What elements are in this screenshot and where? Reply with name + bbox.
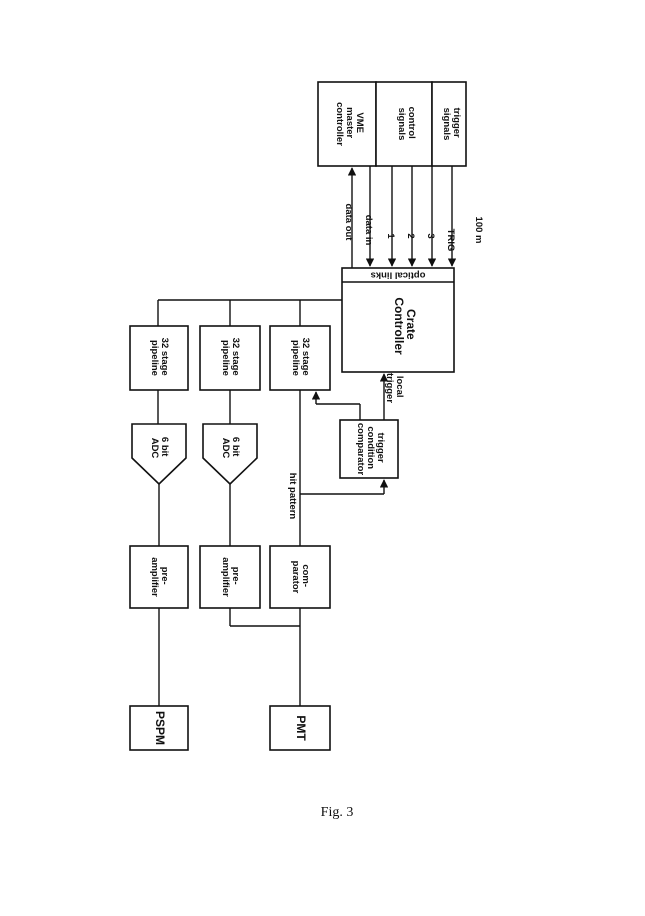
svg-text:pre- amplifier: pre- amplifier — [220, 557, 241, 597]
comparator-box: com- parator — [269, 545, 331, 609]
svg-text:6 bit ADC: 6 bit ADC — [149, 437, 170, 459]
label-local-trigger: local trigger — [384, 373, 405, 403]
pmt-box: PMT — [269, 705, 331, 751]
svg-text:pre- amplifier: pre- amplifier — [149, 557, 170, 597]
control-signals-box: control signals — [375, 81, 433, 167]
adc-2: 6 bit ADC — [202, 390, 258, 486]
pipeline-1: 32 stage pipeline — [129, 325, 189, 391]
preamp-1: pre- amplifier — [129, 484, 189, 609]
svg-text:trigger condition: trigger condition comparator — [355, 423, 386, 476]
svg-text:32 stage pipeline: 32 stage pipeline — [220, 338, 241, 379]
pspm-box: PSPM — [129, 705, 189, 751]
adc-1: 6 bit ADC — [131, 390, 187, 486]
label-hit-pattern: hit pattern — [287, 473, 298, 520]
label-ch2: 2 — [405, 233, 416, 238]
svg-text:32 stage pipeline: 32 stage pipeline — [149, 338, 170, 379]
trigger-condition-comparator: trigger condition comparator — [339, 419, 399, 479]
svg-text:trigger signals: trigger signals — [441, 108, 462, 141]
optical-link-arrows — [347, 166, 457, 268]
label-distance: 100 m — [473, 217, 484, 244]
trigger-signals-box: trigger signals — [431, 81, 467, 167]
svg-text:PMT: PMT — [294, 715, 308, 741]
svg-text:control signals: control signals — [396, 107, 417, 142]
svg-text:PSPM: PSPM — [153, 711, 167, 745]
sensor-wiring — [158, 608, 300, 706]
label-data-in: data in — [363, 215, 374, 246]
pipeline-3: 32 stage pipeline — [269, 325, 331, 391]
pipeline-bus — [157, 299, 342, 326]
optical-links-label: optical links — [371, 269, 426, 280]
svg-text:VME master control: VME master controller — [334, 102, 365, 146]
vme-controller-box: VME master controller — [317, 81, 377, 167]
svg-text:32 stage pipeline: 32 stage pipeline — [290, 338, 311, 379]
figure-caption: Fig. 3 — [321, 805, 354, 820]
pipeline-2: 32 stage pipeline — [199, 325, 261, 391]
label-trig: TRIG — [445, 229, 456, 252]
label-data-out: data out — [343, 204, 354, 242]
label-ch3: 3 — [425, 233, 436, 238]
svg-text:com- parator: com- parator — [290, 561, 311, 594]
label-ch1: 1 — [385, 233, 396, 239]
svg-text:Crate Controller: Crate Controller — [392, 297, 418, 355]
hit-pattern-path — [299, 390, 389, 688]
local-trigger-path — [311, 373, 389, 420]
preamp-2: pre- amplifier — [199, 484, 261, 609]
svg-text:6 bit ADC: 6 bit ADC — [220, 437, 241, 459]
crate-controller: optical links Crate Controller — [341, 267, 455, 373]
